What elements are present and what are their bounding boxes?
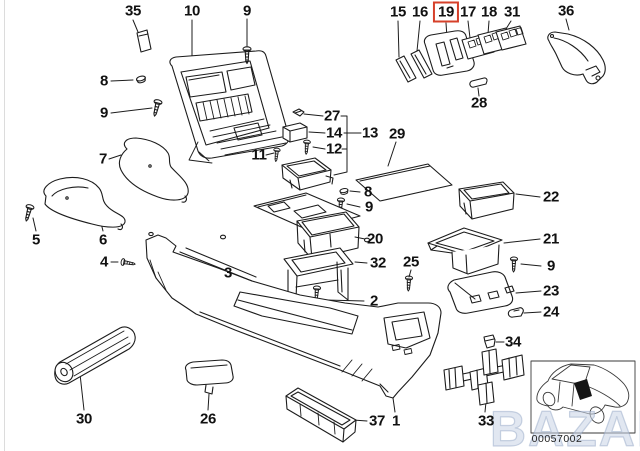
highlighted-part-location <box>574 379 592 400</box>
part-33-art <box>443 348 525 406</box>
screw-12 <box>302 139 311 155</box>
cap-34 <box>483 334 496 349</box>
part-23-art <box>447 271 515 314</box>
part-14-art <box>282 122 308 143</box>
part-29-art <box>355 163 453 202</box>
clip-27 <box>292 108 305 117</box>
part-7-art <box>118 137 189 203</box>
pad-28 <box>469 77 488 88</box>
part-1-art <box>145 231 442 399</box>
part-21-art <box>427 227 503 275</box>
part-22-art <box>458 181 515 220</box>
screw-11 <box>272 147 281 163</box>
part-30-art <box>54 326 136 385</box>
screw-9-right <box>509 256 519 273</box>
part-6-art <box>43 176 126 231</box>
part-35-art <box>136 29 152 53</box>
car-inset <box>530 360 636 434</box>
part-36-art <box>547 31 606 85</box>
part-26-art <box>184 359 234 395</box>
part-15-art <box>395 55 417 83</box>
part-20-art <box>253 192 361 260</box>
grommet-8-left <box>135 74 147 85</box>
part-10-art <box>169 50 290 164</box>
clip-24 <box>507 307 524 318</box>
screw-4 <box>120 257 137 268</box>
part-13-art <box>281 157 334 191</box>
part-16-art <box>410 49 433 79</box>
screw-25 <box>404 275 414 292</box>
grommet-8-right <box>339 187 350 196</box>
doc-number: 00057002 <box>531 433 583 445</box>
part-31-art <box>495 25 527 51</box>
part-19-art <box>423 30 475 76</box>
watermark-text: BAZAR <box>490 401 640 451</box>
left-border-line <box>4 0 5 451</box>
screw-5 <box>21 203 35 223</box>
part-37-art <box>285 387 357 443</box>
